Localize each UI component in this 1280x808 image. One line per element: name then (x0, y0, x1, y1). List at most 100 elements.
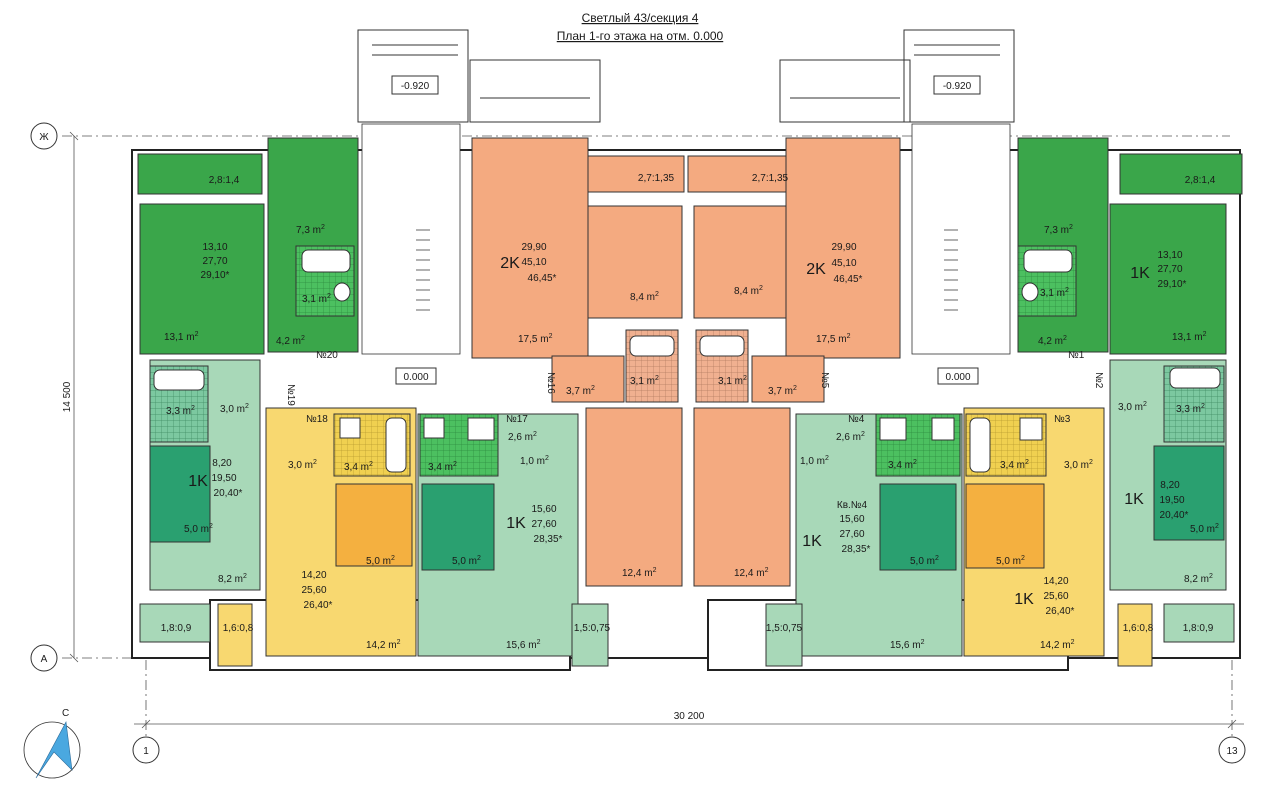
apartment-nw (137, 137, 359, 355)
area-kitchen-ne: 7,3 m2 (1044, 224, 1073, 236)
level-entry-left: -0.920 (401, 81, 430, 92)
north-arrow: С (23, 708, 81, 779)
area-unit-exponent: 2 (545, 455, 549, 462)
area-bal-top-r: 2,7:1,35 (752, 173, 789, 184)
bottom-balconies (139, 603, 1235, 667)
area-unit-exponent: 2 (1143, 401, 1147, 408)
area-unit-exponent: 2 (397, 639, 401, 646)
level-entry-right: -0.920 (943, 81, 972, 92)
area-unit: m (1059, 640, 1070, 651)
door-numbers: №20 №19 №18 №17 №16 №5 №4 №3 №2 №1 (285, 350, 1104, 425)
apartment-17 (417, 413, 579, 657)
area-unit: m (1204, 524, 1215, 535)
apt-nw-a: 13,10 (202, 242, 227, 253)
area-unit: m (232, 574, 243, 585)
area-bal-se2: 1,6:0,8 (1123, 623, 1154, 634)
area-unit: m (316, 294, 327, 305)
area-unit: m (380, 556, 391, 567)
apt-18-a: 14,20 (301, 570, 326, 581)
area-unit-exponent: 2 (391, 555, 395, 562)
area-room-17: 15,6 m2 (506, 639, 541, 651)
apartment-3 (963, 407, 1105, 657)
axis-markers: Ж А 1 13 30 200 14 500 (30, 122, 1246, 764)
apt-3-type: 1K (1014, 591, 1034, 608)
level-hall-right: 0.000 (945, 372, 970, 383)
area-unit-exponent: 2 (1065, 287, 1069, 294)
area-unit: m (1010, 556, 1021, 567)
axis-label-left: 1 (143, 746, 149, 757)
apt-ne-c: 29,10* (1158, 279, 1187, 290)
area-bath-2k-l: 3,1 m2 (630, 375, 659, 387)
apt-17-c: 28,35* (534, 534, 563, 545)
area-unit-exponent: 2 (209, 523, 213, 530)
area-unit: m (525, 640, 536, 651)
axis-label-top: Ж (39, 132, 49, 143)
apt-4-c: 28,35* (842, 544, 871, 555)
area-bal-se: 1,8:0,9 (1183, 623, 1214, 634)
apt-18-c: 26,40* (304, 600, 333, 611)
door-5: №5 (819, 372, 830, 389)
area-unit: m (1058, 225, 1069, 236)
area-unit-exponent: 2 (245, 403, 249, 410)
area-bal-ne: 2,8:1,4 (1185, 175, 1216, 186)
area-unit: m (644, 376, 655, 387)
area-unit-exponent: 2 (793, 385, 797, 392)
apt-2k-right-a: 29,90 (831, 242, 856, 253)
apt-17-type: 1K (506, 515, 526, 532)
apartment-4 (795, 413, 963, 657)
area-wc-17: 1,0 m2 (520, 455, 549, 467)
apt-17-b: 27,60 (531, 519, 556, 530)
apt-3-c: 26,40* (1046, 606, 1075, 617)
area-unit-exponent: 2 (1089, 459, 1093, 466)
area-unit-exponent: 2 (327, 293, 331, 300)
door-17: №17 (506, 414, 528, 425)
area-unit-exponent: 2 (743, 375, 747, 382)
area-room-nw: 13,1 m2 (164, 331, 199, 343)
door-4: №4 (848, 414, 865, 425)
area-unit-exponent: 2 (1209, 573, 1213, 580)
apt-ne-b: 27,70 (1157, 264, 1182, 275)
apt-2k-right-type: 2K (806, 261, 826, 278)
apt-nw-b: 27,70 (202, 256, 227, 267)
area-hall-ne: 4,2 m2 (1038, 335, 1067, 347)
apt-2k-left-a: 29,90 (521, 242, 546, 253)
door-2: №2 (1093, 372, 1104, 389)
area-unit: m (644, 292, 655, 303)
area-unit: m (580, 386, 591, 397)
apt-nw-c: 29,10* (201, 270, 230, 281)
area-unit-exponent: 2 (825, 455, 829, 462)
door-16: №16 (545, 372, 556, 394)
area-unit-exponent: 2 (655, 375, 659, 382)
apt-w-a: 8,20 (212, 458, 232, 469)
area-hall-nw: 4,2 m2 (276, 335, 305, 347)
area-unit: m (1052, 336, 1063, 347)
area-unit: m (1054, 288, 1065, 299)
area-unit: m (534, 456, 545, 467)
dimension-height: 14 500 (62, 381, 73, 412)
area-hall-4: 2,6 m2 (836, 431, 865, 443)
area-kitchen-e: 5,0 m2 (1190, 523, 1219, 535)
area-unit-exponent: 2 (321, 224, 325, 231)
area-unit: m (902, 460, 913, 471)
area-unit-exponent: 2 (1071, 639, 1075, 646)
area-room-w: 8,2 m2 (218, 573, 247, 585)
title-line-1: Светлый 43/секция 4 (582, 11, 699, 25)
apt-2k-right-b: 45,10 (831, 258, 856, 269)
area-kitchen-18: 5,0 m2 (366, 555, 395, 567)
door-19: №19 (285, 384, 296, 406)
compass-letter: С (62, 708, 69, 719)
area-unit: m (641, 568, 652, 579)
area-unit: m (290, 336, 301, 347)
apartment-ne-labels: 2,8:1,4 1K 13,10 27,70 29,10* 7,3 m2 3,1… (1038, 175, 1216, 347)
area-entry-2k-l: 3,7 m2 (566, 385, 595, 397)
dimension-length: 30 200 (674, 711, 705, 722)
title-line-2: План 1-го этажа на отм. 0.000 (557, 29, 724, 43)
apt-2k-left-c: 46,45* (528, 273, 557, 284)
apt-e-type: 1K (1124, 491, 1144, 508)
area-bal-nw: 2,8:1,4 (209, 175, 240, 186)
hall-levels: 0.000 0.000 (395, 367, 979, 385)
area-bal-sw2: 1,6:0,8 (223, 623, 254, 634)
bottom-balconies-labels: 1,8:0,9 1,6:0,8 1,5:0,75 1,5:0,75 1,6:0,… (161, 623, 1214, 634)
area-unit: m (924, 556, 935, 567)
